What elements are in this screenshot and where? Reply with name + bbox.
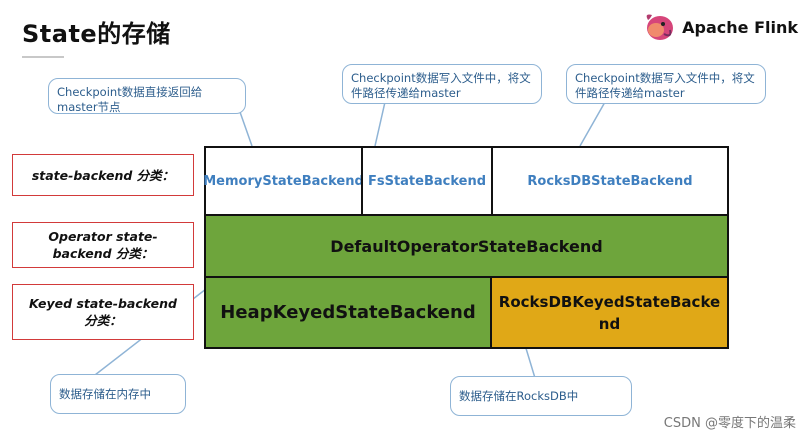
heap-keyed-state-backend: HeapKeyedStateBackend [204, 276, 492, 349]
fs-state-backend: FsStateBackend [361, 146, 493, 216]
callout-fs: Checkpoint数据写入文件中，将文件路径传递给master [342, 64, 542, 104]
pointer-memory [210, 111, 253, 147]
flink-squirrel-icon [646, 14, 674, 40]
brand: Apache Flink [642, 10, 798, 44]
memory-state-backend: MemoryStateBackend [203, 146, 364, 216]
callout-rocks: Checkpoint数据写入文件中，将文件路径传递给master [566, 64, 766, 104]
category-operator-state-backend: Operator state-backend 分类： [12, 222, 194, 268]
brand-name: Apache Flink [682, 17, 798, 37]
page-title: State的存储 [22, 20, 171, 48]
pointer-fs [374, 101, 395, 147]
callout-memory: Checkpoint数据直接返回给master节点 [48, 78, 246, 114]
rocksdb-state-backend: RocksDBStateBackend [491, 146, 729, 216]
default-operator-state-backend: DefaultOperatorStateBackend [204, 214, 729, 278]
category-keyed-state-backend: Keyed state-backend 分类： [12, 284, 194, 340]
callout-rocksdb: 数据存储在RocksDB中 [450, 376, 632, 416]
pointer-rocks [579, 101, 615, 147]
callout-heap-memory: 数据存储在内存中 [50, 374, 186, 414]
category-state-backend: state-backend 分类： [12, 154, 194, 196]
footer-watermark: CSDN @零度下的温柔 [663, 416, 796, 431]
pointer-rocksdb-keyed [520, 344, 537, 379]
rocksdb-keyed-state-backend: RocksDBKeyedStateBackend [490, 276, 729, 349]
title-underline [22, 56, 64, 58]
